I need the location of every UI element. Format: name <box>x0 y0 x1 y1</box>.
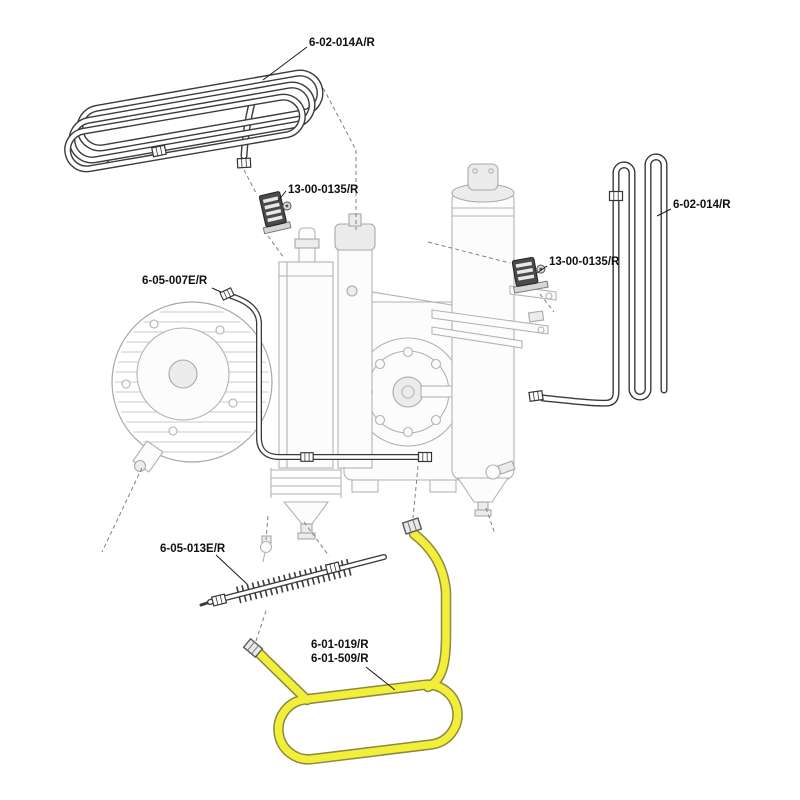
part-label-bottom-pipe-1[interactable]: 6-01-019/R <box>311 639 369 651</box>
coil-top-nut-drop <box>236 157 252 169</box>
coil-right-nut-top <box>608 190 624 202</box>
part-label-coil-right[interactable]: 6-02-014/R <box>673 199 731 211</box>
part-labels: 6-02-014A/R 13-00-0135/R 6-05-007E/R 13-… <box>142 37 731 665</box>
motor <box>111 301 273 473</box>
finned-pipe-nut-left <box>211 593 227 607</box>
leader-lines <box>211 46 672 691</box>
part-label-finned-pipe[interactable]: 6-05-013E/R <box>160 543 226 555</box>
part-pipe-left[interactable] <box>219 287 433 463</box>
coil-right-nut-end <box>528 390 544 402</box>
pipe-left-nut-mid <box>300 452 314 462</box>
part-label-bottom-pipe-2[interactable]: 6-01-509/R <box>311 653 369 665</box>
part-clamp-right[interactable] <box>509 256 549 294</box>
part-finned-pipe[interactable] <box>199 554 387 607</box>
pump-cylinder <box>270 227 342 540</box>
part-coil-top[interactable] <box>64 69 324 173</box>
part-bottom-pipe-highlighted[interactable] <box>242 517 463 765</box>
part-label-pipe-left[interactable]: 6-05-007E/R <box>142 275 208 287</box>
part-label-coil-top[interactable]: 6-02-014A/R <box>309 37 376 49</box>
coil-top-nut-left <box>151 144 167 158</box>
part-coil-right[interactable] <box>528 153 668 407</box>
middle-cylinder <box>334 213 376 469</box>
crankcase <box>343 291 473 493</box>
pipe-left-nut-end <box>417 451 433 463</box>
machine-ghost <box>111 163 557 563</box>
part-clamp-upper[interactable] <box>256 189 296 235</box>
part-label-clamp-right[interactable]: 13-00-0135/R <box>549 256 620 268</box>
dashed-guides <box>101 81 555 642</box>
part-label-clamp-upper[interactable]: 13-00-0135/R <box>288 184 359 196</box>
brackets <box>431 285 557 349</box>
